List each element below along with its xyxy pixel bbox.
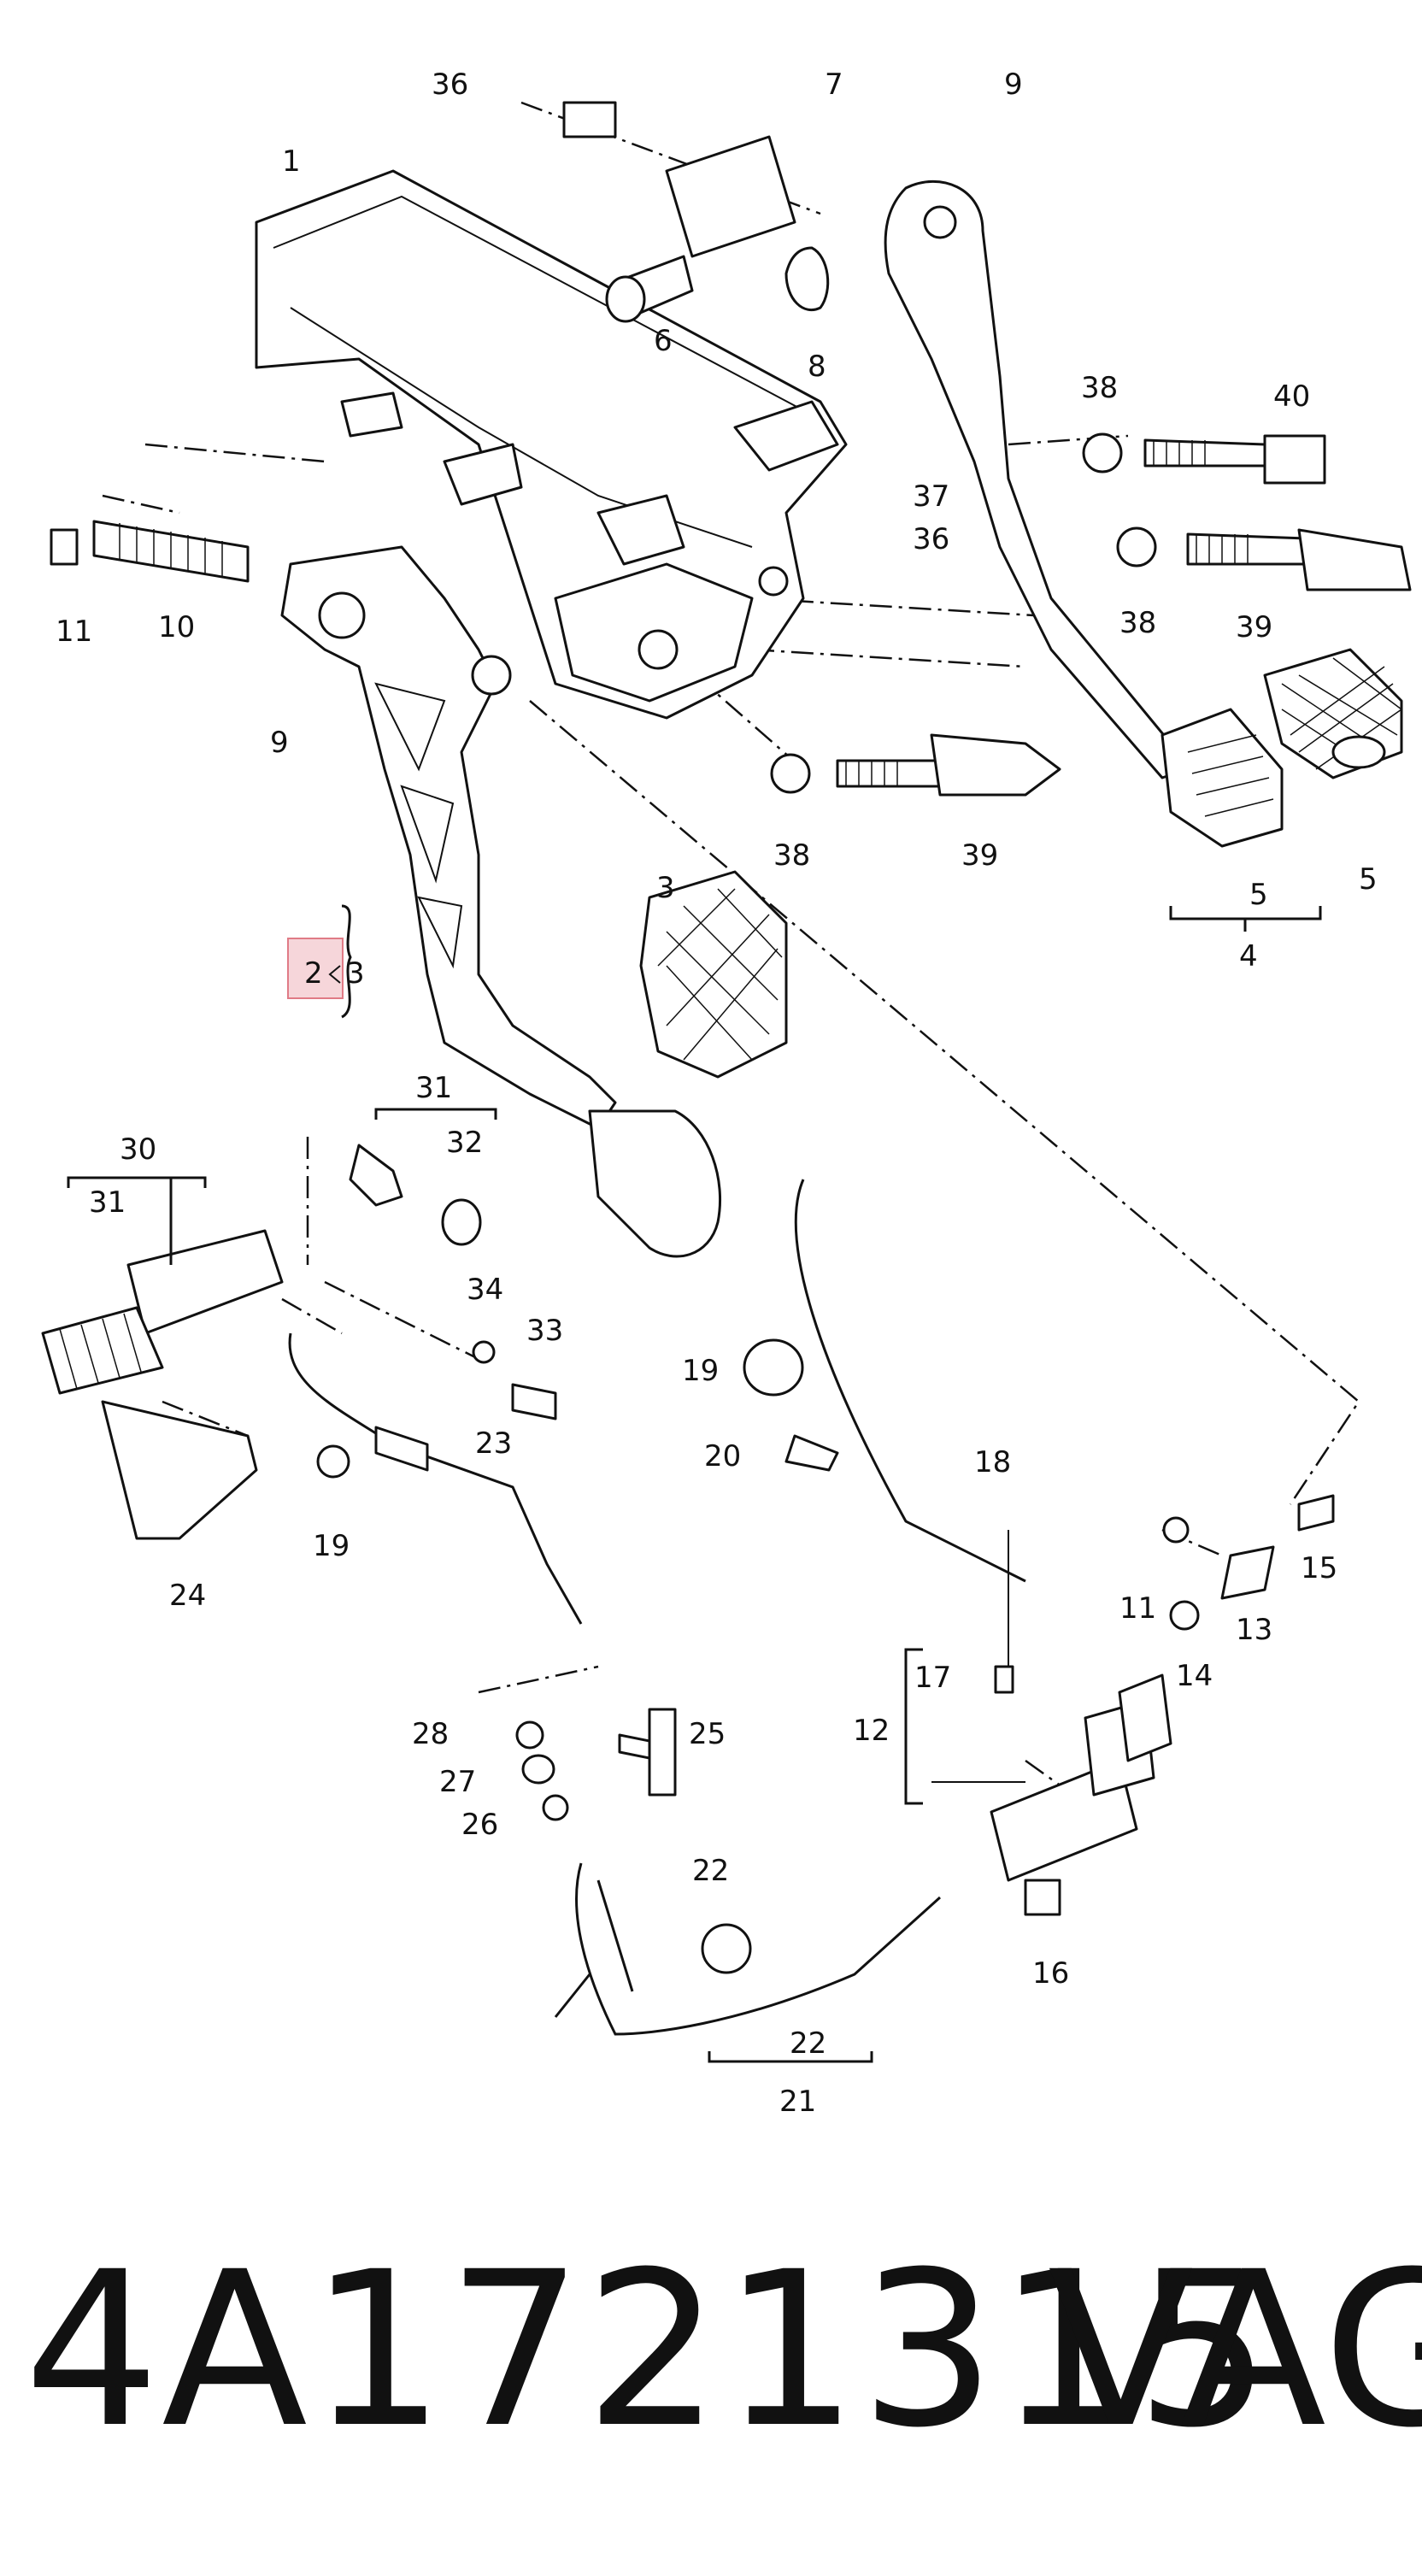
- callout-label: 22: [692, 1854, 729, 1888]
- callout-label: 19: [313, 1529, 350, 1563]
- callout-label: 14: [1176, 1659, 1213, 1693]
- callout-label: 39: [961, 838, 998, 873]
- callout-label: 22: [790, 2026, 826, 2061]
- callout-label: 3: [346, 956, 365, 991]
- brand-name: VAG: [1048, 2226, 1422, 2474]
- slave-cylinder: [41, 1144, 557, 1540]
- callout-label: 5: [1359, 862, 1378, 897]
- callout-label: 32: [446, 1126, 483, 1160]
- callout-label: 11: [56, 615, 92, 649]
- callout-label: 20: [704, 1439, 741, 1473]
- callout-label: 4: [1239, 939, 1258, 973]
- callout-label: 31: [89, 1185, 126, 1220]
- callout-label: 26: [461, 1808, 498, 1842]
- callout-label: 34: [467, 1273, 503, 1307]
- hydraulic-lines: [288, 1179, 1026, 2036]
- callout-label: 12: [853, 1714, 890, 1748]
- master-cylinder: [990, 1494, 1335, 1916]
- callout-label: 8: [808, 350, 826, 384]
- highlighted-callout[interactable]: 2: [287, 938, 344, 999]
- callout-label: 15: [1301, 1551, 1337, 1585]
- callout-label: 13: [1236, 1613, 1272, 1647]
- callout-label: 21: [779, 2085, 816, 2119]
- callout-label: 40: [1273, 379, 1310, 414]
- callout-label: 38: [1119, 606, 1156, 640]
- callout-label: 24: [169, 1579, 206, 1613]
- callout-label: 16: [1032, 1956, 1069, 1991]
- callout-label: 27: [439, 1765, 476, 1799]
- clutch-pedal-arm: [280, 545, 788, 1258]
- shaft-assembly-top: [562, 101, 830, 323]
- pedal-bracket: [255, 169, 848, 720]
- callout-label: 5: [1249, 878, 1268, 912]
- callout-label: 37: [913, 479, 949, 514]
- group-braces: [67, 904, 1322, 2063]
- callout-label: 7: [825, 68, 843, 102]
- switch-parts: [770, 432, 1412, 797]
- callout-labels: 36 7 9 1 6 8 38 40 37 36 11 10 38 39 9 3…: [56, 68, 1378, 2119]
- callout-label: 28: [412, 1717, 449, 1751]
- part-number: 4A1721315: [24, 2226, 1273, 2474]
- callout-label: 31: [415, 1071, 452, 1105]
- callout-label: 36: [913, 522, 949, 556]
- callout-label: 11: [1119, 1591, 1156, 1626]
- callout-label: 3: [656, 871, 675, 905]
- callout-label: 9: [1004, 68, 1023, 102]
- spring-parts: [50, 520, 250, 583]
- parts-diagram: 36 7 9 1 6 8 38 40 37 36 11 10 38 39 9 3…: [41, 68, 1412, 2119]
- callout-label: 23: [475, 1426, 512, 1461]
- callout-label: 10: [158, 610, 195, 644]
- callout-label: 19: [682, 1354, 719, 1388]
- callout-label: 39: [1236, 610, 1272, 644]
- callout-label: 1: [282, 144, 301, 179]
- callout-label: 30: [120, 1132, 156, 1167]
- callout-label: 38: [773, 838, 810, 873]
- brake-pedal-arm: [884, 179, 1403, 848]
- callout-label: 36: [432, 68, 468, 102]
- callout-label: 38: [1081, 371, 1118, 405]
- callout-label-2[interactable]: 2: [304, 956, 323, 991]
- callout-label: 18: [974, 1445, 1011, 1479]
- callout-label: 33: [526, 1314, 563, 1348]
- callout-label: 6: [654, 324, 673, 358]
- callout-label: 9: [270, 726, 289, 760]
- callout-label: 17: [914, 1661, 951, 1695]
- callout-label: 25: [689, 1717, 726, 1751]
